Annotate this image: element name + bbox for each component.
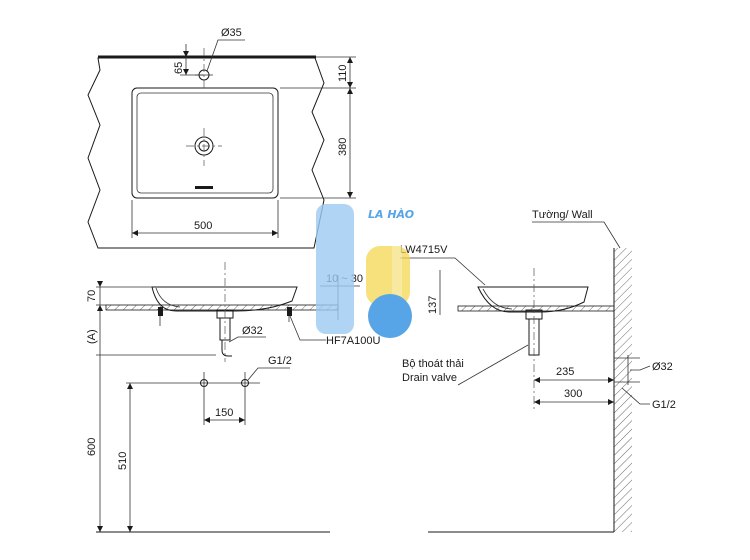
dim-supply-from-wall: 300 bbox=[564, 388, 582, 400]
watermark-logo: LA HÀO bbox=[316, 204, 414, 338]
wall bbox=[614, 248, 632, 532]
dim-supply-spacing: 150 bbox=[215, 407, 233, 419]
side-dim-waste-diameter: Ø32 bbox=[652, 361, 673, 373]
side-view: 137 LW4715V Tường/ Wall Bộ thoát thải Dr… bbox=[400, 209, 676, 533]
model-label: LW4715V bbox=[400, 244, 448, 256]
dim-floor-to-counter: 600 bbox=[86, 438, 98, 456]
basin-inner bbox=[136, 92, 274, 194]
watermark-text: LA HÀO bbox=[368, 207, 414, 221]
basin-outer bbox=[131, 87, 279, 199]
counter-slab bbox=[105, 304, 339, 311]
dim-hole-offset: 65 bbox=[173, 62, 185, 74]
overflow-slot bbox=[195, 186, 213, 189]
part-drain-code: HF7A100U bbox=[326, 335, 380, 347]
countertop-outline bbox=[87, 57, 325, 249]
drain-label-en: Drain valve bbox=[402, 372, 457, 384]
dim-basin-height: 137 bbox=[427, 296, 439, 314]
dim-waste-diameter: Ø32 bbox=[242, 325, 263, 337]
top-view: Ø35 65 110 380 500 bbox=[87, 27, 356, 249]
dim-basin-width: 500 bbox=[194, 220, 212, 232]
dim-supply-thread: G1/2 bbox=[268, 355, 292, 367]
basin-profile bbox=[151, 286, 298, 312]
wall-label: Tường/ Wall bbox=[532, 209, 593, 221]
dim-basin-depth: 380 bbox=[337, 138, 349, 156]
drain-label-vi: Bộ thoát thải bbox=[402, 358, 464, 370]
dim-height: 70 bbox=[86, 290, 98, 302]
label-a: (A) bbox=[86, 329, 98, 344]
side-dim-supply-thread: G1/2 bbox=[652, 399, 676, 411]
side-basin-profile bbox=[477, 286, 589, 313]
dim-hole-diameter: Ø35 bbox=[221, 27, 242, 39]
dim-top-margin: 110 bbox=[337, 64, 349, 82]
dim-floor-to-supply: 510 bbox=[117, 452, 129, 470]
dim-waste-from-wall: 235 bbox=[556, 366, 574, 378]
